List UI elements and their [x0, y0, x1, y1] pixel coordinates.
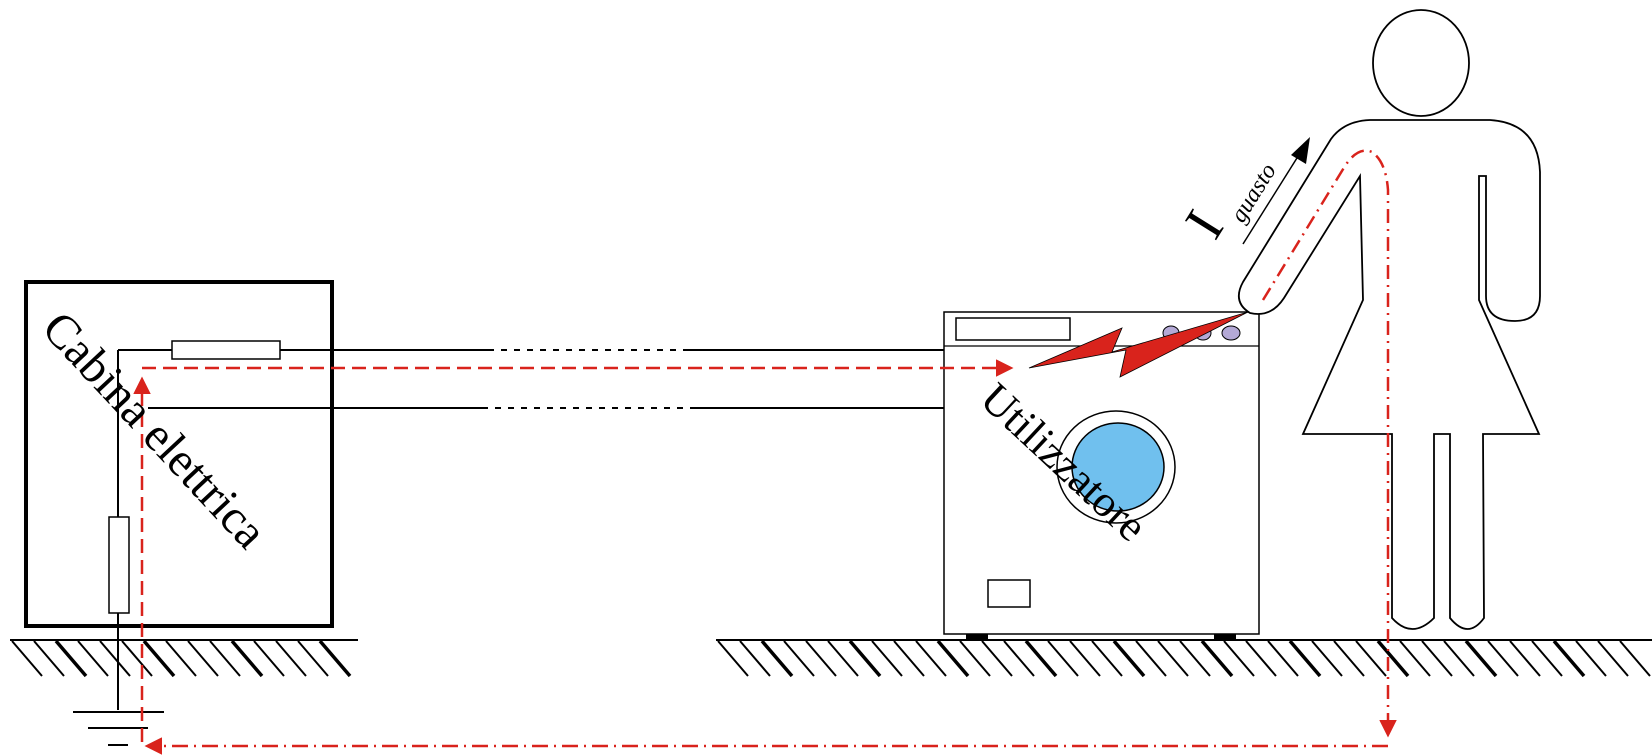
ground-hatch: [11, 640, 43, 677]
ground-hatch: [1245, 640, 1277, 677]
ground-hatch: [915, 640, 947, 677]
ground-hatch: [1223, 640, 1255, 677]
ground-hatch: [1091, 640, 1123, 677]
ground-hatch: [54, 639, 88, 678]
ground-hatch: [1047, 640, 1079, 677]
ground-hatch: [827, 640, 859, 677]
ground-hatch: [893, 640, 925, 677]
ground-hatch: [1135, 640, 1167, 677]
supply-lines: [148, 349, 944, 409]
ground-hatch: [1575, 640, 1607, 677]
ground-hatch: [99, 640, 131, 677]
ground-right: [716, 639, 1652, 678]
ground-hatch: [1003, 640, 1035, 677]
ground-hatch: [848, 639, 882, 678]
ground-hatch: [1157, 640, 1189, 677]
ground-hatch: [1509, 640, 1541, 677]
fault-current-label: I guasto: [1173, 159, 1282, 249]
ground-hatch: [253, 640, 285, 677]
service-hatch: [987, 579, 1031, 608]
ground-hatch: [981, 640, 1013, 677]
ground-hatch: [1112, 639, 1146, 678]
ground-hatch: [1333, 640, 1365, 677]
ground-hatch: [33, 640, 65, 677]
electrical-cabin: [24, 280, 334, 746]
current-subscript: guasto: [1226, 159, 1282, 227]
ground-hatch: [1179, 640, 1211, 677]
ground-hatch: [1531, 640, 1563, 677]
ground-hatch: [936, 639, 970, 678]
ground-hatch: [209, 640, 241, 677]
fault-current-path: [133, 149, 1397, 755]
door-glass: [1071, 422, 1165, 512]
person-figure: [1237, 9, 1541, 630]
ground-hatch: [1421, 640, 1453, 677]
ground-hatch: [142, 639, 176, 678]
ground-hatch: [1487, 640, 1519, 677]
current-symbol: I: [1173, 200, 1235, 249]
ground-hatch: [760, 639, 794, 678]
ground-hatch: [739, 640, 771, 677]
ground-hatch: [297, 640, 329, 677]
cabin-label: Cabina elettrica: [32, 301, 277, 558]
ground-hatch: [121, 640, 153, 677]
earth-symbol-icon: [73, 711, 164, 746]
ground-hatch: [1464, 639, 1498, 678]
ground-hatch: [187, 640, 219, 677]
ground-hatch: [230, 639, 264, 678]
ground-hatch: [77, 640, 109, 677]
fault-current-arrow-icon: [1242, 137, 1310, 245]
ground-hatch: [1443, 640, 1475, 677]
ground-hatch: [165, 640, 197, 677]
detergent-drawer: [955, 317, 1071, 341]
ground-hatch: [1267, 640, 1299, 677]
ground-hatch: [783, 640, 815, 677]
ground-hatch: [1024, 639, 1058, 678]
ground-hatch: [1069, 640, 1101, 677]
ground-hatch: [275, 640, 307, 677]
ground-hatch: [1288, 639, 1322, 678]
washing-machine: [943, 311, 1260, 640]
ground-hatch: [805, 640, 837, 677]
line-fuse: [171, 340, 281, 360]
ground-hatch: [717, 640, 749, 677]
ground-hatch: [1552, 639, 1586, 678]
ground-hatch: [1619, 640, 1651, 677]
ground-hatch: [1376, 639, 1410, 678]
ground-hatch: [871, 640, 903, 677]
ground-hatch: [1399, 640, 1431, 677]
earth-resistor: [108, 516, 130, 614]
ground-hatch: [1200, 639, 1234, 678]
ground-left: [10, 639, 358, 678]
ground-hatch: [318, 639, 352, 678]
ground-hatch: [1311, 640, 1343, 677]
ground-hatch: [1597, 640, 1629, 677]
ground-hatch: [959, 640, 991, 677]
ground-hatch: [1355, 640, 1387, 677]
